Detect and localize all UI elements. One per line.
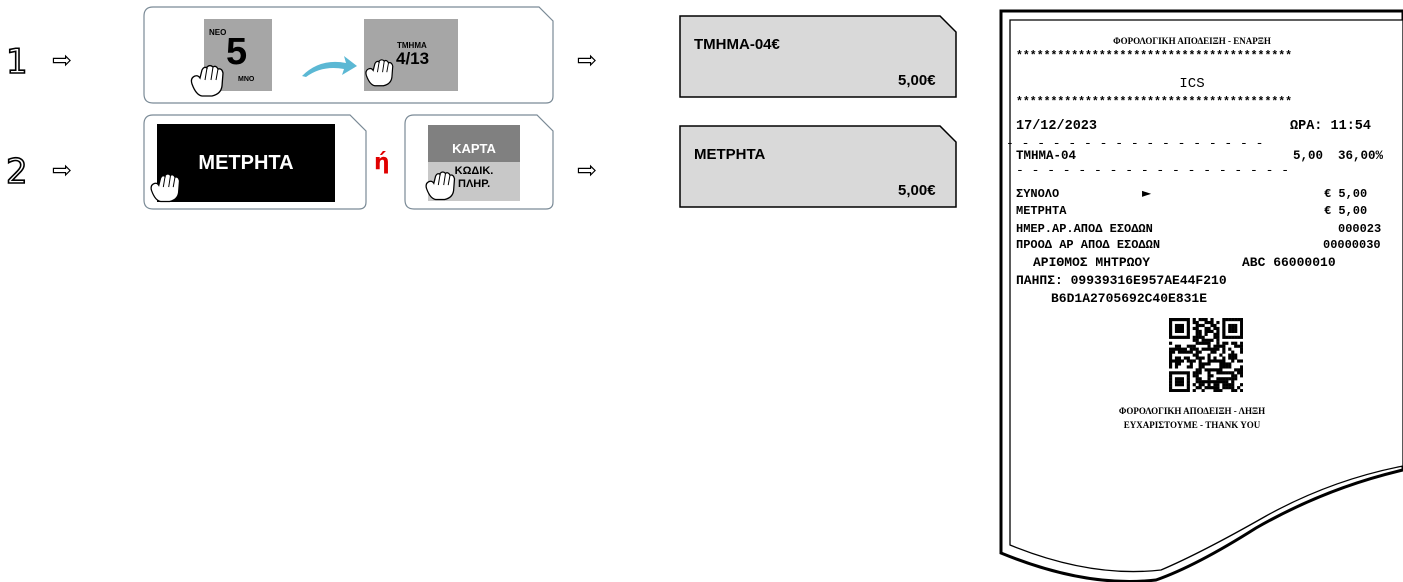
right-arrow-icon: ⇨	[52, 156, 73, 184]
receipt-total-value: € 5,00	[1324, 187, 1368, 201]
receipt-cumulative-label: ΠΡΟΟΔ ΑΡ ΑΠΟΔ ΕΣΟΔΩΝ	[1016, 238, 1161, 252]
receipt-dashes-2: - - - - - - - - - - - - - - - - - -	[1016, 163, 1290, 178]
receipt-item-name: ΤΜΗΜΑ-04	[1016, 149, 1077, 163]
display-step1: ΤΜΗΜΑ-04€ 5,00€	[678, 14, 958, 99]
hand-press-icon	[150, 173, 181, 203]
receipt-stars-bottom: ****************************************	[1016, 96, 1293, 109]
hand-press-icon	[190, 64, 224, 97]
right-arrow-icon: ⇨	[577, 46, 598, 74]
receipt-item-value: 5,00	[1293, 149, 1324, 163]
receipt-daily-value: 000023	[1338, 222, 1382, 236]
receipt-stars-top: ****************************************	[1016, 50, 1293, 63]
qr-code-icon	[1169, 318, 1243, 392]
key-new-bottom-label: ΜΝΟ	[238, 76, 255, 83]
step-number-2: 2	[5, 152, 28, 192]
key-department-top-label: ΤΜΗΜΑ	[397, 41, 427, 50]
receipt-cash-label: ΜΕΤΡΗΤΑ	[1016, 204, 1067, 218]
key-card-top-label: ΚΑΡΤΑ	[452, 141, 496, 156]
receipt-header: ΦΟΡΟΛΟΓΙΚΗ ΑΠΟΔΕΙΞΗ - ΕΝΑΡΞΗ	[1113, 36, 1271, 46]
receipt-registration-value: ABC 66000010	[1242, 255, 1336, 270]
receipt-date: 17/12/2023	[1016, 119, 1098, 134]
key-new-digit: 5	[226, 31, 248, 73]
right-arrow-icon: ⇨	[577, 156, 598, 184]
step-number-1: 1	[5, 42, 28, 82]
display-step1-line1: ΤΜΗΜΑ-04€	[694, 36, 780, 53]
receipt-cumulative-value: 00000030	[1323, 238, 1381, 252]
key-card-line2: ΠΛΗΡ.	[458, 178, 491, 190]
receipt-signature-line1: ΠΑΗΠΣ: 09939316E957AE44F210	[1016, 273, 1227, 288]
hand-press-icon	[365, 59, 394, 87]
receipt-shop-name: ICS	[1179, 76, 1205, 92]
key-new-top-label: ΝΕΟ	[209, 28, 227, 37]
receipt-cash-value: € 5,00	[1324, 204, 1368, 218]
right-arrow-icon: ⇨	[52, 46, 73, 74]
display-step2-line1: ΜΕΤΡΗΤΑ	[694, 146, 766, 163]
curved-arrow-icon	[302, 56, 357, 77]
receipt-dashes-1: - - - - - - - - - - - - - - - - -	[1006, 136, 1264, 151]
display-step2-line2: 5,00€	[898, 182, 936, 199]
display-step1-line2: 5,00€	[898, 72, 936, 89]
key-card-line1: ΚΩΔΙΚ.	[454, 165, 494, 177]
display-step2: ΜΕΤΡΗΤΑ 5,00€	[678, 124, 958, 209]
receipt-daily-label: ΗΜΕΡ.ΑΡ.ΑΠΟΔ ΕΣΟΔΩΝ	[1016, 222, 1153, 236]
receipt-total-label: ΣΥΝΟΛΟ	[1016, 187, 1060, 201]
receipt-footer-2: ΕΥΧΑΡΙΣΤΟΥΜΕ - THANK YOU	[1123, 420, 1261, 430]
key-department-main-label: 4/13	[396, 49, 430, 68]
or-label: ή	[374, 150, 390, 175]
receipt-total-marker: ►	[1142, 186, 1152, 200]
receipt-signature-line2: B6D1A2705692C40E831E	[1051, 291, 1208, 306]
key-cash-button[interactable]: ΜΕΤΡΗΤΑ	[157, 124, 335, 202]
receipt-item-vat: 36,00%	[1338, 149, 1384, 163]
receipt-time: ΩΡΑ: 11:54	[1290, 119, 1372, 134]
key-cash-label: ΜΕΤΡΗΤΑ	[198, 152, 294, 174]
hand-press-icon	[425, 171, 456, 201]
receipt-registration-label: ΑΡΙΘΜΟΣ ΜΗΤΡΩΟΥ	[1033, 255, 1151, 270]
receipt-footer-1: ΦΟΡΟΛΟΓΙΚΗ ΑΠΟΔΕΙΞΗ - ΛΗΞΗ	[1118, 406, 1266, 416]
receipt: ΦΟΡΟΛΟΓΙΚΗ ΑΠΟΔΕΙΞΗ - ΕΝΑΡΞΗ ***********…	[996, 8, 1403, 582]
